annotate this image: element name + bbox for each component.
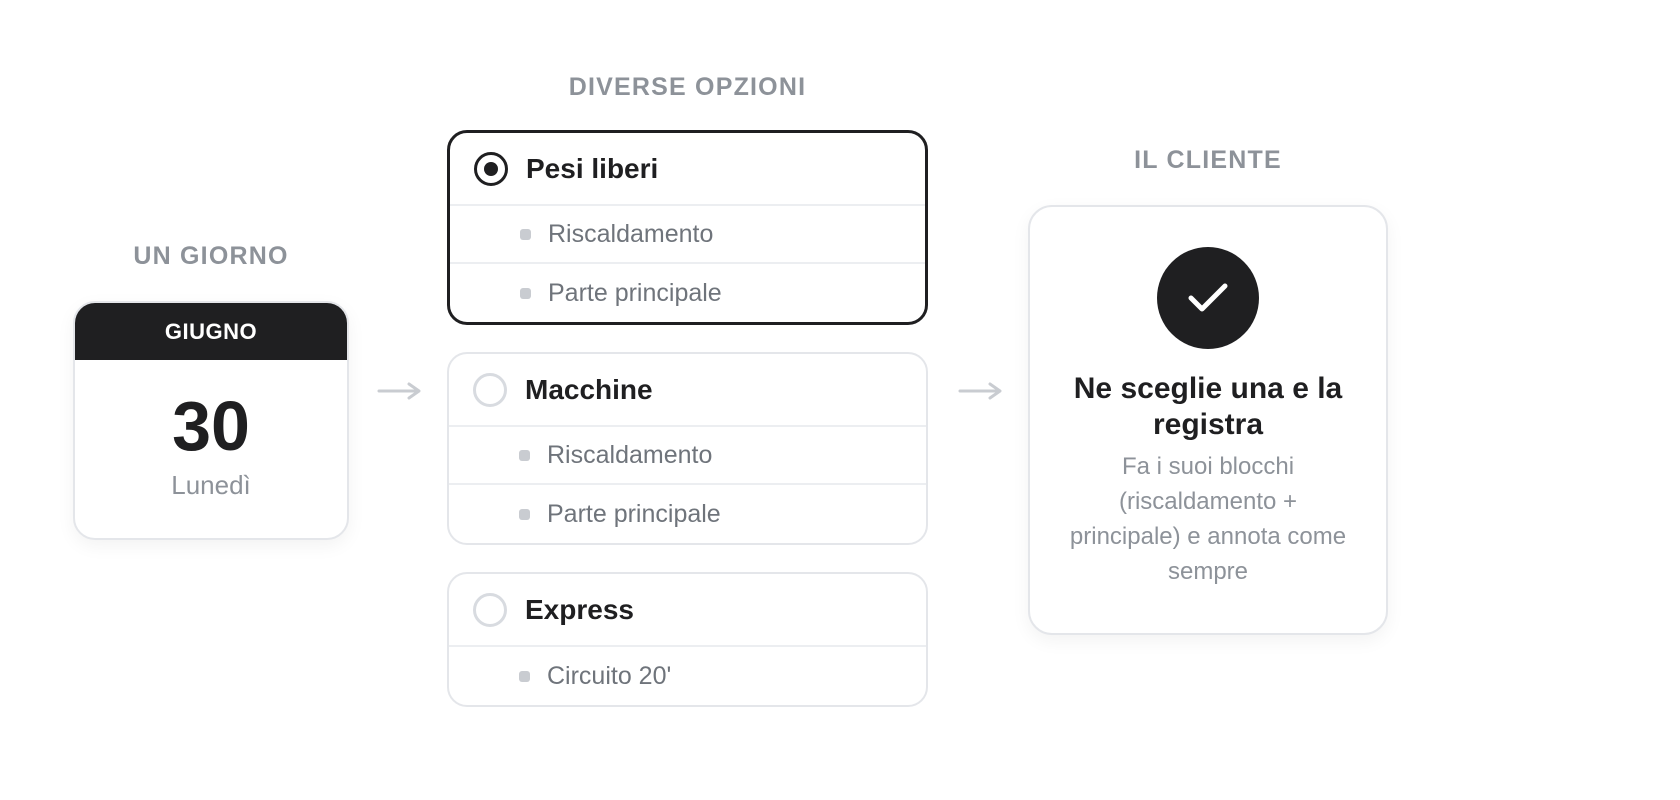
bullet-icon bbox=[519, 670, 530, 682]
day-column-label: UN GIORNO bbox=[133, 242, 289, 270]
option-item: Parte principale bbox=[449, 485, 926, 543]
option-card-macchine[interactable]: Macchine Riscaldamento Parte principale bbox=[447, 352, 928, 545]
calendar-card: GIUGNO 30 Lunedì bbox=[73, 301, 349, 540]
options-column-label: DIVERSE OPZIONI bbox=[568, 73, 807, 101]
option-item: Parte principale bbox=[450, 264, 925, 322]
option-title: Express bbox=[525, 593, 634, 625]
option-title: Macchine bbox=[525, 373, 653, 405]
option-header[interactable]: Pesi liberi bbox=[450, 133, 925, 206]
option-header[interactable]: Macchine bbox=[449, 354, 926, 427]
arrow-right-icon bbox=[958, 382, 1002, 400]
option-card-pesi-liberi[interactable]: Pesi liberi Riscaldamento Parte principa… bbox=[447, 130, 928, 325]
calendar-weekday: Lunedì bbox=[171, 470, 251, 500]
radio-selected-icon[interactable] bbox=[474, 151, 508, 186]
bullet-icon bbox=[519, 449, 530, 461]
bullet-icon bbox=[520, 228, 531, 240]
calendar-month: GIUGNO bbox=[75, 303, 347, 360]
result-card: Ne sceglie una e la registra Fa i suoi b… bbox=[1028, 205, 1388, 635]
calendar-day: 30 bbox=[172, 387, 250, 465]
bullet-icon bbox=[520, 287, 531, 299]
bullet-icon bbox=[519, 508, 530, 520]
result-title: Ne sceglie una e la registra bbox=[1073, 372, 1343, 441]
option-item: Riscaldamento bbox=[449, 427, 926, 485]
result-description: Fa i suoi blocchi (riscaldamento + princ… bbox=[1069, 453, 1347, 585]
radio-unselected-icon[interactable] bbox=[473, 592, 507, 627]
option-header[interactable]: Express bbox=[449, 574, 926, 647]
option-item-label: Parte principale bbox=[547, 499, 721, 528]
arrow-right-icon bbox=[377, 382, 421, 400]
option-title: Pesi liberi bbox=[526, 152, 659, 184]
option-item: Circuito 20' bbox=[449, 647, 926, 705]
option-item-label: Riscaldamento bbox=[547, 440, 713, 469]
option-card-express[interactable]: Express Circuito 20' bbox=[447, 572, 928, 707]
check-icon bbox=[1157, 247, 1259, 349]
option-item-label: Parte principale bbox=[548, 278, 722, 307]
client-column-label: IL CLIENTE bbox=[1134, 146, 1282, 174]
option-item-label: Riscaldamento bbox=[548, 219, 714, 248]
option-item: Riscaldamento bbox=[450, 206, 925, 264]
option-item-label: Circuito 20' bbox=[547, 661, 672, 690]
radio-unselected-icon[interactable] bbox=[473, 372, 507, 407]
